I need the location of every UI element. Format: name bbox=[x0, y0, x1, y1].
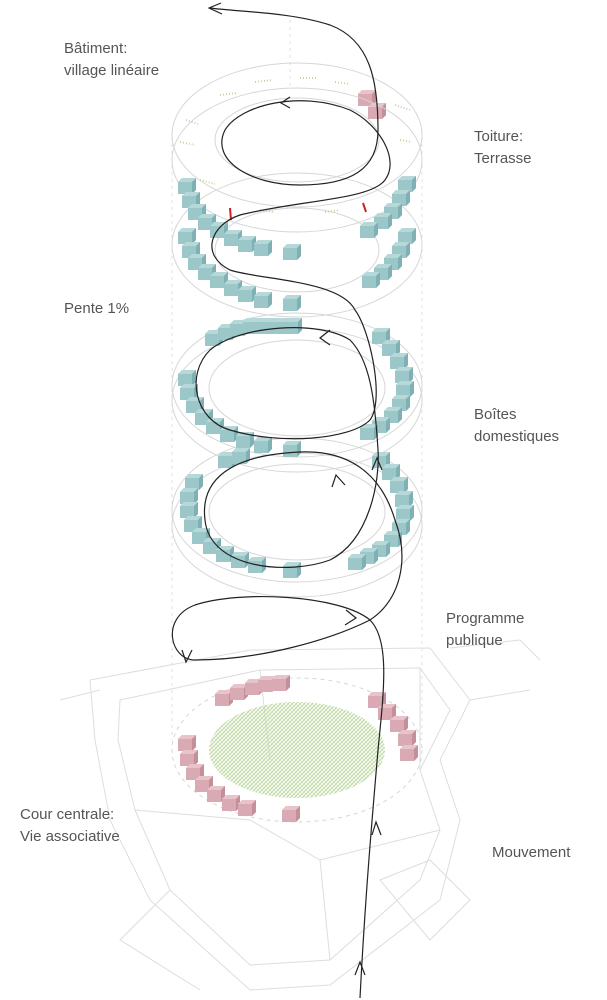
label-programme-line2: publique bbox=[446, 632, 503, 649]
label-toiture: Toiture: Terrasse bbox=[474, 126, 532, 170]
domestic-boxes-lower bbox=[180, 448, 414, 578]
label-cour-line2: Vie associative bbox=[20, 828, 120, 845]
red-markers bbox=[229, 202, 367, 221]
label-programme-line1: Programme bbox=[446, 610, 525, 627]
movement-path bbox=[171, 7, 403, 999]
domestic-boxes-upper bbox=[178, 176, 416, 311]
label-pente-text: Pente 1% bbox=[64, 300, 130, 317]
label-mouvement: Mouvement bbox=[492, 842, 570, 864]
label-boites: Boîtes domestiques bbox=[474, 404, 559, 448]
movement-arrow-icon bbox=[181, 2, 383, 976]
vertical-guides bbox=[171, 20, 423, 740]
label-batiment-line2: village linéaire bbox=[64, 62, 160, 79]
label-cour-line1: Cour centrale: bbox=[20, 806, 115, 823]
roof-planters bbox=[179, 77, 413, 213]
label-programme: Programme publique bbox=[446, 608, 524, 652]
label-batiment-line1: Bâtiment: bbox=[64, 40, 128, 57]
label-boites-line1: Boîtes bbox=[474, 406, 517, 423]
label-cour: Cour centrale: Vie associative bbox=[20, 804, 120, 848]
label-toiture-line1: Toiture: bbox=[474, 128, 524, 145]
label-batiment: Bâtiment: village linéaire bbox=[64, 38, 159, 82]
courtyard bbox=[171, 677, 423, 823]
label-mouvement-text: Mouvement bbox=[492, 844, 571, 861]
label-boites-line2: domestiques bbox=[474, 428, 560, 445]
label-pente: Pente 1% bbox=[64, 298, 129, 320]
label-toiture-line2: Terrasse bbox=[474, 150, 532, 167]
